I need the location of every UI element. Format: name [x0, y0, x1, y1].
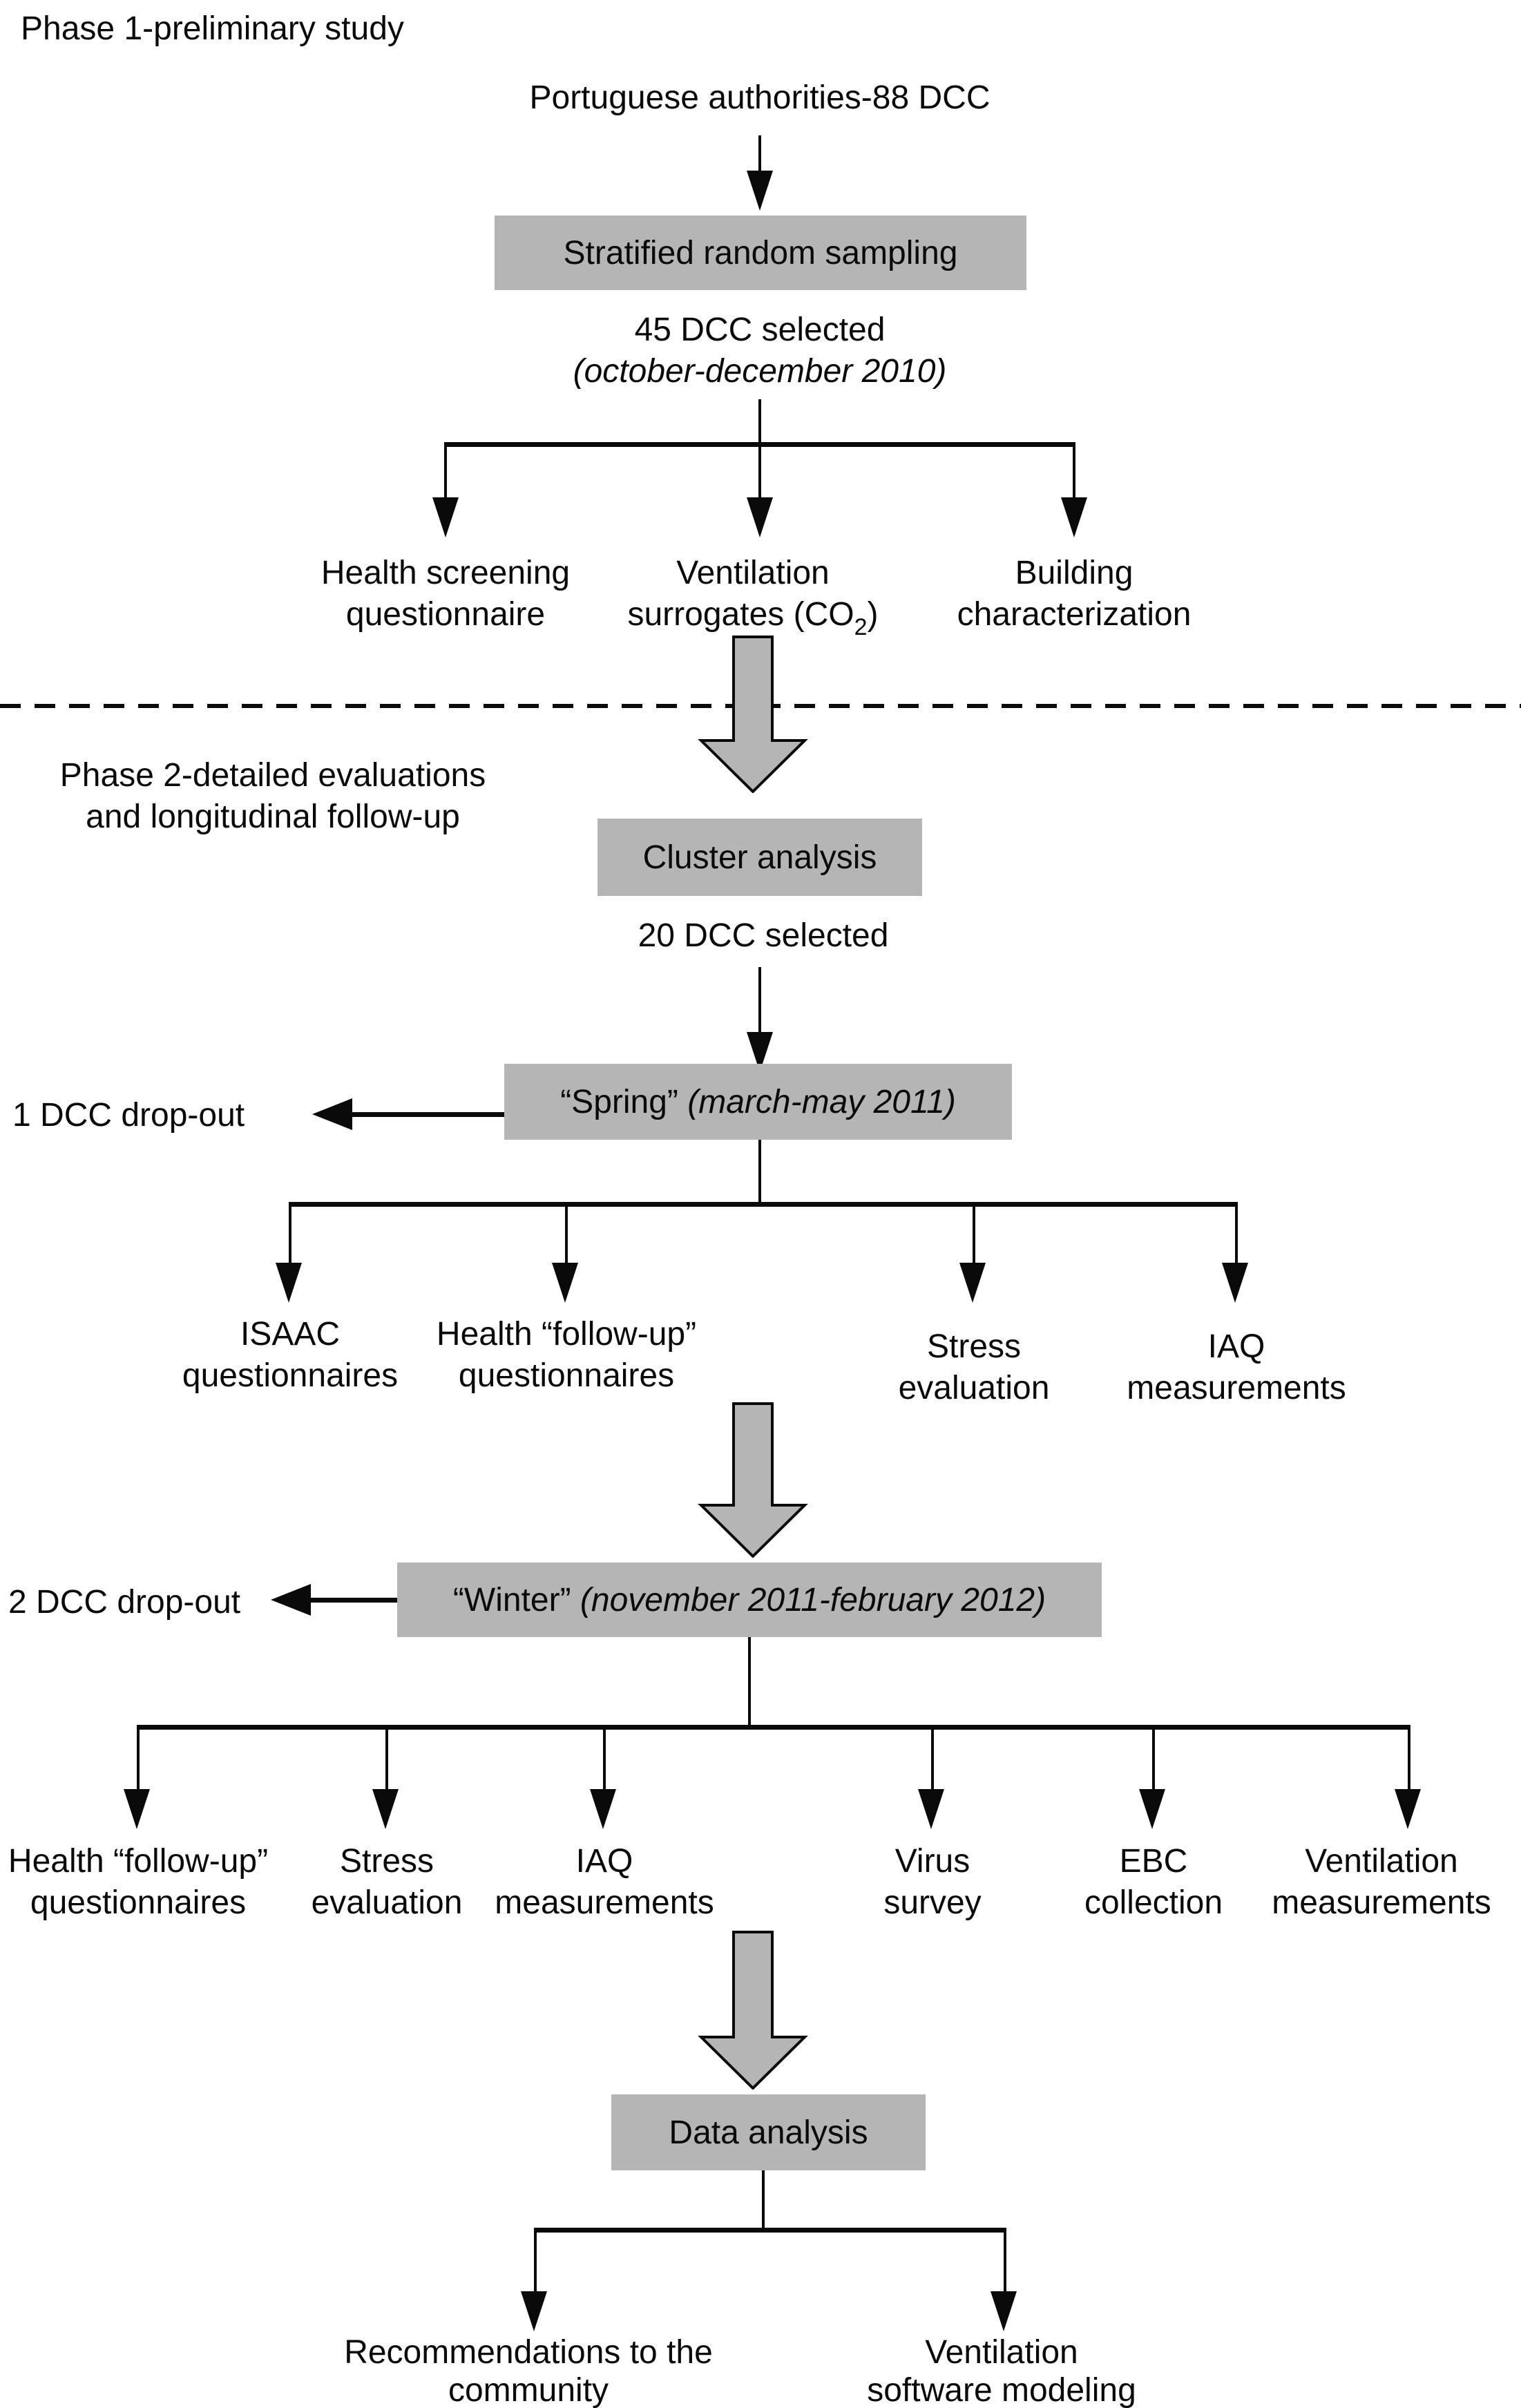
phase2-title: Phase 2-detailed evaluations and longitu…	[59, 757, 486, 835]
connector-line	[758, 399, 761, 445]
down-arrowhead	[124, 1789, 150, 1829]
connector-line	[1235, 1202, 1238, 1271]
branch-label-health-followup: Health “follow-up” questionnaires	[436, 1316, 697, 1394]
dcc45-period-label: (october-december 2010)	[573, 353, 947, 390]
connector-line	[931, 1725, 934, 1796]
down-arrowhead	[276, 1263, 302, 1303]
dropout-arrow-line	[307, 1598, 397, 1603]
connector-line	[1073, 442, 1075, 504]
down-arrowhead	[991, 2291, 1017, 2331]
down-arrowhead	[521, 2291, 547, 2331]
dropout-arrow-line	[349, 1112, 504, 1117]
cluster-analysis-label: Cluster analysis	[642, 839, 877, 876]
phase1-title: Phase 1-preliminary study	[21, 10, 404, 47]
connector-line	[289, 1202, 291, 1271]
connector-line	[758, 1140, 761, 1205]
connector-line	[534, 2228, 537, 2297]
data-analysis-box: Data analysis	[611, 2094, 926, 2170]
branch-label-ebc: EBC collection	[1084, 1843, 1223, 1921]
connector-line	[1408, 1725, 1410, 1796]
winter-label: “Winter”	[452, 1581, 571, 1618]
branch-label-isaac: ISAAC questionnaires	[182, 1316, 399, 1394]
outcome-label-recommendations: Recommendations to the community	[344, 2334, 713, 2408]
start-node-label: Portuguese authorities-88 DCC	[529, 79, 991, 116]
winter-period-label: (november 2011-february 2012)	[580, 1581, 1046, 1618]
spring-label: “Spring”	[560, 1083, 678, 1120]
connector-line	[603, 1725, 606, 1796]
connector-line	[973, 1202, 975, 1271]
left-arrowhead	[312, 1098, 352, 1130]
down-arrowhead	[1061, 497, 1087, 537]
branch-line	[137, 1725, 1410, 1730]
down-arrowhead	[432, 497, 459, 537]
dcc20-label: 20 DCC selected	[638, 917, 889, 954]
connector-line	[565, 1202, 568, 1271]
branch-label-building-characterization: Building characterization	[957, 555, 1192, 633]
data-analysis-label: Data analysis	[669, 2114, 868, 2151]
branch-label-ventilation-measurements: Ventilation measurements	[1272, 1843, 1491, 1921]
connector-line	[762, 2170, 765, 2231]
dropout2-label: 2 DCC drop-out	[8, 1584, 241, 1621]
block-arrow-down	[698, 1931, 808, 2090]
spring-period-label: (march-may 2011)	[687, 1083, 956, 1120]
branch-label-health-screening: Health screening questionnaire	[321, 555, 571, 633]
dcc45-label: 45 DCC selected	[634, 312, 886, 348]
outcome-label-ventilation-modeling: Ventilation software modeling	[867, 2334, 1136, 2408]
down-arrowhead	[1139, 1789, 1165, 1829]
down-arrowhead	[918, 1789, 944, 1829]
connector-line	[385, 1725, 388, 1796]
branch-label-stress: Stress evaluation	[898, 1328, 1050, 1406]
stratified-sampling-label: Stratified random sampling	[563, 234, 958, 271]
branch-label-iaq-2: IAQ measurements	[495, 1843, 714, 1921]
connector-line	[1152, 1725, 1155, 1796]
branch-label-virus: Virus survey	[883, 1843, 982, 1921]
branch-label-stress-2: Stress evaluation	[311, 1843, 463, 1921]
down-arrowhead	[959, 1263, 986, 1303]
winter-box: “Winter” (november 2011-february 2012)	[397, 1563, 1102, 1637]
block-arrow-down	[698, 1402, 808, 1558]
down-arrowhead	[1395, 1789, 1421, 1829]
branch-label-ventilation-surrogates: Ventilation surrogates (CO2)	[627, 555, 879, 640]
left-arrowhead	[271, 1584, 311, 1616]
down-arrowhead	[1222, 1263, 1248, 1303]
branch-line	[534, 2228, 1006, 2233]
spring-box: “Spring” (march-may 2011)	[504, 1064, 1012, 1140]
connector-line	[444, 442, 447, 504]
connector-line	[758, 442, 761, 504]
dropout1-label: 1 DCC drop-out	[12, 1097, 245, 1134]
connector-line	[758, 135, 761, 175]
connector-line	[137, 1725, 140, 1796]
down-arrowhead	[552, 1263, 578, 1303]
connector-line	[748, 1637, 751, 1727]
block-arrow-down	[698, 636, 808, 793]
down-arrowhead	[747, 497, 773, 537]
branch-label-iaq: IAQ measurements	[1127, 1328, 1346, 1406]
branch-label-health-followup-2: Health “follow-up” questionnaires	[8, 1843, 269, 1921]
connector-line	[758, 967, 761, 1036]
cluster-analysis-box: Cluster analysis	[597, 819, 922, 896]
connector-line	[1004, 2228, 1006, 2297]
down-arrowhead	[590, 1789, 616, 1829]
down-arrowhead	[747, 171, 773, 211]
stratified-sampling-box: Stratified random sampling	[495, 216, 1026, 290]
down-arrowhead	[372, 1789, 399, 1829]
branch-line	[289, 1202, 1238, 1207]
